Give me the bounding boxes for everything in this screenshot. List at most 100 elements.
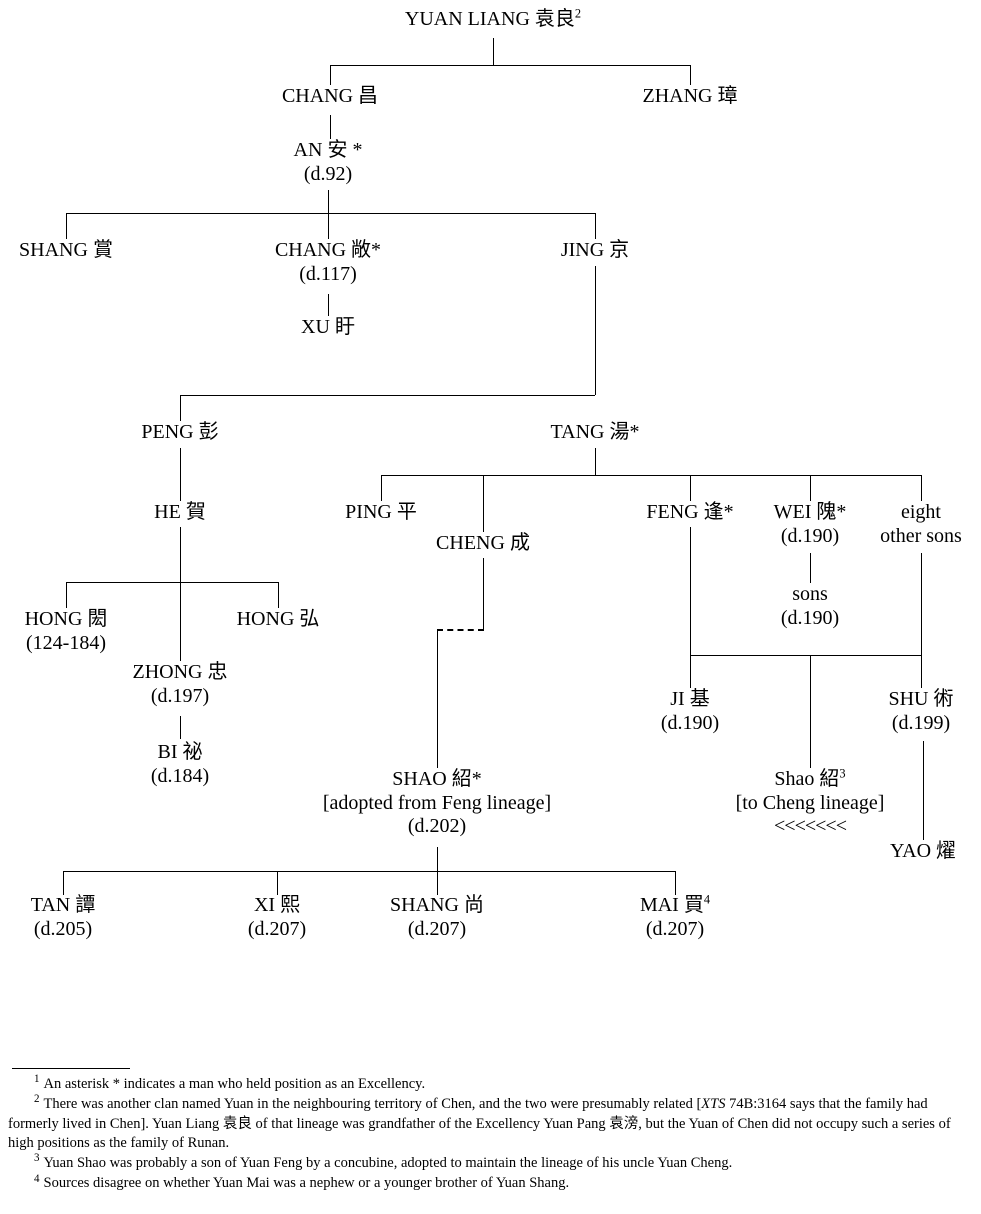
node-he: HE 賀 xyxy=(154,501,206,525)
connector-tang-sibling-bar xyxy=(381,475,921,476)
node-shang-shang: SHANG 賞 xyxy=(19,239,113,263)
connector-jing-stem xyxy=(595,266,596,395)
connector-to-wei xyxy=(810,475,811,501)
footnote-separator-rule xyxy=(12,1068,130,1069)
connector-shao-sibling-bar xyxy=(63,871,675,872)
node-bi: BI 祕 (d.184) xyxy=(151,741,209,788)
node-eight-other-sons: eight other sons xyxy=(880,501,962,548)
node-label: JI 基 xyxy=(670,688,710,710)
node-label: SHANG 賞 xyxy=(19,239,113,261)
node-label: YUAN LIANG 袁良2 xyxy=(404,6,582,30)
connector-to-cheng xyxy=(483,475,484,532)
node-peng: PENG 彭 xyxy=(141,421,218,445)
node-dates: (d.117) xyxy=(299,262,357,285)
node-dates: (d.92) xyxy=(303,162,353,185)
node-label: eight xyxy=(900,501,941,523)
connector-to-chang xyxy=(330,65,331,85)
node-xi: XI 熙 (d.207) xyxy=(248,894,306,941)
node-feng: FENG 逢* xyxy=(646,501,733,525)
node-shang-shang2: SHANG 尚 (d.207) xyxy=(390,894,484,941)
node-hong-hong: HONG 閎 (124-184) xyxy=(25,608,108,655)
footnote-text-part2: 74B:3164 says that the family had former… xyxy=(8,1096,951,1151)
node-label: TAN 譚 xyxy=(30,894,96,916)
connector-feng-sibling-bar xyxy=(690,655,921,656)
footnote-number: 1 xyxy=(34,1073,40,1086)
node-label: HONG 閎 xyxy=(24,608,108,630)
connector-to-ji xyxy=(690,655,691,688)
node-dates: (d.197) xyxy=(150,684,210,707)
connector-to-zhong xyxy=(180,582,181,661)
node-label: CHANG 敞* xyxy=(274,239,382,261)
connector-cheng-shao-dashed xyxy=(437,629,484,631)
node-mai: MAI 買4 (d.207) xyxy=(639,892,711,941)
connector-to-shao-ref xyxy=(810,655,811,768)
connector-to-hong1 xyxy=(66,582,67,608)
connector-an-stem xyxy=(328,190,329,213)
connector-eight-sons-stem xyxy=(921,553,922,655)
node-label: CHENG 成 xyxy=(436,532,530,554)
connector-to-hong2 xyxy=(278,582,279,608)
node-lineage-note: [to Cheng lineage] xyxy=(735,791,885,814)
connector-to-feng xyxy=(690,475,691,501)
connector-to-mai xyxy=(675,871,676,895)
node-label-line2: other sons xyxy=(880,524,962,547)
connector-to-tan xyxy=(63,871,64,895)
connector-he-stem xyxy=(180,527,181,582)
connector-zhong-bi xyxy=(180,716,181,739)
connector-shao-stem xyxy=(437,847,438,871)
connector-peng-he xyxy=(180,448,181,501)
node-adoption-note: [adopted from Feng lineage] xyxy=(322,791,552,814)
footnote-text: An asterisk * indicates a man who held p… xyxy=(43,1076,426,1092)
node-label: SHANG 尚 xyxy=(390,894,484,916)
node-dates: (d.190) xyxy=(780,524,840,547)
node-xu: XU 盱 xyxy=(301,316,355,340)
node-label: BI 祕 xyxy=(157,741,203,763)
connector-dashed-to-shao xyxy=(437,629,438,768)
connector-chang-an xyxy=(330,115,331,139)
node-cheng: CHENG 成 xyxy=(436,532,530,556)
node-label: SHAO 紹* xyxy=(392,768,482,790)
node-shao-main: SHAO 紹* [adopted from Feng lineage] (d.2… xyxy=(323,768,551,839)
node-dates: (d.190) xyxy=(780,606,840,629)
node-label: Shao 紹3 xyxy=(774,766,846,790)
node-label: WEI 隗* xyxy=(773,501,847,523)
node-label: PENG 彭 xyxy=(141,421,219,443)
footnote-text: Sources disagree on whether Yuan Mai was… xyxy=(43,1175,570,1192)
connector-to-zhang xyxy=(690,65,691,85)
node-label: XU 盱 xyxy=(301,316,355,338)
node-label: HE 賀 xyxy=(154,501,206,523)
footnote-citation: XTS xyxy=(701,1096,726,1113)
connector-to-ping xyxy=(381,475,382,501)
node-an: AN 安 * (d.92) xyxy=(294,139,363,186)
node-label: XI 熙 xyxy=(253,894,301,916)
node-label: JING 京 xyxy=(560,239,630,261)
node-label: MAI 買4 xyxy=(639,892,711,916)
connector-to-jing xyxy=(595,213,596,239)
node-chang-ao: CHANG 敞* (d.117) xyxy=(275,239,381,286)
connector-shu-yao xyxy=(923,741,924,840)
node-dates: (d.202) xyxy=(407,815,467,838)
node-chang-chang: CHANG 昌 xyxy=(282,85,378,109)
node-label: FENG 逢* xyxy=(646,501,734,523)
connector-to-peng xyxy=(180,395,181,421)
node-hong-hong2: HONG 弘 xyxy=(237,608,320,632)
connector-feng-stem xyxy=(690,527,691,655)
node-label: ZHONG 忠 xyxy=(132,661,228,683)
node-dates: (d.207) xyxy=(247,917,307,940)
node-tang: TANG 湯* xyxy=(551,421,640,445)
node-jing: JING 京 xyxy=(561,239,629,263)
connector-to-shu xyxy=(921,655,922,688)
connector-to-xi xyxy=(277,871,278,895)
connector-wei-sons xyxy=(810,553,811,583)
connector-to-chang-ao xyxy=(328,213,329,239)
node-dates: (d.207) xyxy=(645,917,705,940)
node-dates: (d.184) xyxy=(150,764,210,787)
node-sons: sons (d.190) xyxy=(781,583,839,630)
node-label: sons xyxy=(792,583,828,605)
node-dates: (124-184) xyxy=(26,631,106,654)
node-label: SHU 術 xyxy=(888,688,954,710)
